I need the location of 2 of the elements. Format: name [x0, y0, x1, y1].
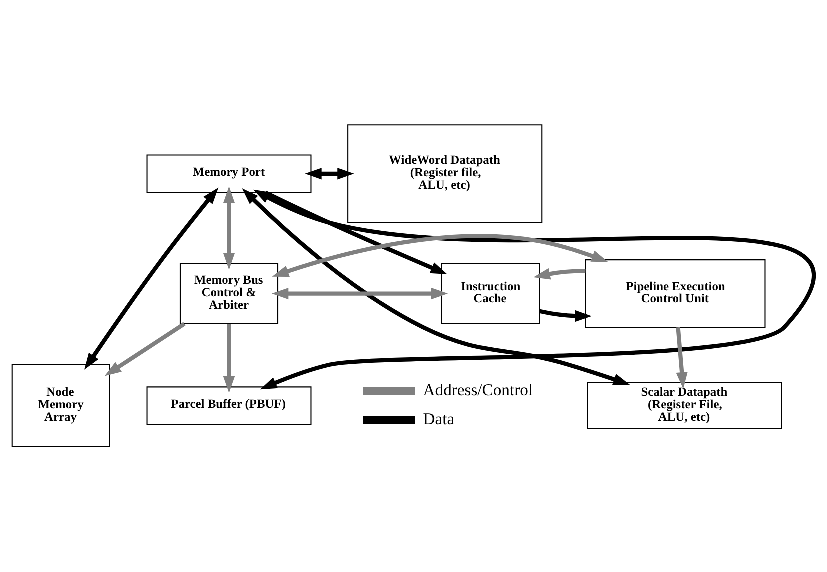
legend-label: Address/Control — [423, 380, 534, 400]
legend-label: Data — [423, 409, 455, 428]
